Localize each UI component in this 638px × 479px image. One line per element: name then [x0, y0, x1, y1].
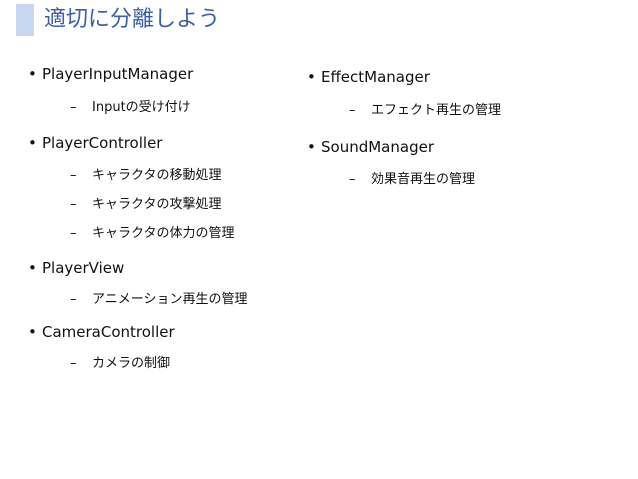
title-accent-bar — [16, 4, 34, 36]
bullet-icon: • — [28, 134, 37, 152]
dash-icon: – — [70, 356, 77, 371]
sub-label: エフェクト再生の管理 — [371, 103, 502, 118]
bullet-label: PlayerController — [42, 134, 163, 152]
sub-label: キャラクタの移動処理 — [92, 168, 222, 183]
bullet-icon: • — [28, 259, 37, 277]
sub-label: キャラクタの攻撃処理 — [92, 197, 222, 212]
bullet-icon: • — [307, 138, 316, 156]
sub-label: カメラの制御 — [92, 356, 171, 371]
bullet-icon: • — [28, 65, 37, 83]
bullet-icon: • — [307, 68, 316, 86]
dash-icon: – — [70, 100, 77, 115]
bullet-label: EffectManager — [321, 68, 430, 86]
bullet-label: PlayerInputManager — [42, 65, 194, 83]
bullet-label: CameraController — [42, 323, 175, 341]
dash-icon: – — [349, 103, 356, 118]
dash-icon: – — [70, 226, 77, 241]
slide-title: 適切に分離しよう — [44, 7, 221, 32]
bullet-label: PlayerView — [42, 259, 125, 277]
sub-label: アニメーション再生の管理 — [92, 292, 248, 307]
dash-icon: – — [70, 197, 77, 212]
bullet-icon: • — [28, 323, 37, 341]
sub-label: 効果音再生の管理 — [371, 172, 476, 187]
sub-label: キャラクタの体力の管理 — [92, 226, 235, 241]
dash-icon: – — [70, 168, 77, 183]
bullet-label: SoundManager — [321, 138, 434, 156]
sub-label: Inputの受け付け — [92, 100, 191, 115]
dash-icon: – — [70, 292, 77, 307]
dash-icon: – — [349, 172, 356, 187]
